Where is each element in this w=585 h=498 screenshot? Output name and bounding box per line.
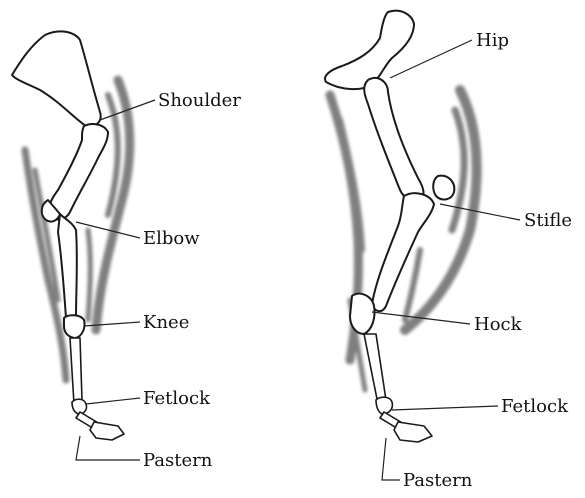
label-pastern-hind: Pastern [403, 470, 473, 491]
carpus-bone [64, 315, 85, 338]
pelvis-bone [325, 11, 414, 89]
hindleg-labels: Hip Stifle Hock Fetlock Pastern [403, 30, 572, 491]
radius-bone [58, 214, 77, 323]
patella-bone [433, 176, 454, 200]
label-fetlock-hind: Fetlock [501, 396, 569, 417]
label-fetlock-fore: Fetlock [143, 388, 211, 409]
hoof-bone-hind [394, 422, 432, 442]
label-knee: Knee [143, 312, 189, 333]
hock-bone [350, 294, 375, 334]
hindleg [325, 11, 477, 442]
label-elbow: Elbow [143, 228, 200, 249]
label-hip: Hip [476, 30, 509, 51]
humerus-bone [49, 124, 108, 219]
leader-pastern-hind [382, 438, 400, 480]
label-pastern-fore: Pastern [143, 450, 213, 471]
label-stifle: Stifle [524, 210, 572, 231]
leader-fetlock-hind [392, 406, 498, 410]
hoof-bone-fore [90, 422, 124, 440]
femur-bone [364, 78, 423, 201]
label-shoulder: Shoulder [158, 90, 241, 111]
foreleg-labels: Shoulder Elbow Knee Fetlock Pastern [143, 90, 241, 471]
cannon-bone-fore [70, 338, 82, 404]
foreleg [12, 31, 130, 440]
cannon-bone-hind [364, 334, 386, 404]
scapula-bone [12, 31, 101, 126]
label-hock: Hock [474, 314, 523, 335]
leader-fetlock-fore [86, 398, 140, 404]
leader-stifle [440, 204, 520, 220]
tibia-bone [372, 193, 434, 311]
